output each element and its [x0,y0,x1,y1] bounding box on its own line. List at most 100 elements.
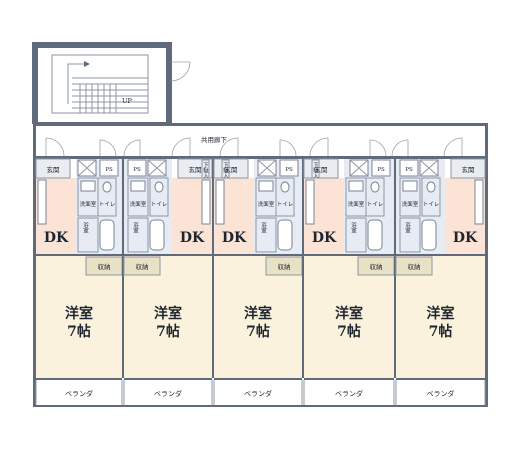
washroom-label: 洗面室 [402,200,419,208]
toilet-label: トイレ [277,202,294,208]
veranda-label: ベランダ [244,389,272,398]
toilet-icon [280,181,290,193]
washroom-label: 洗面室 [130,200,147,208]
western-room [214,256,302,378]
wash-basin-icon [402,180,418,192]
wash-basin-icon [258,180,274,192]
veranda [36,380,122,405]
storage [86,257,122,275]
veranda-label: ベランダ [65,389,93,398]
western-room-size: 7帖 [246,323,270,340]
pipe-space [371,159,391,177]
bathroom-label: 浴室 [350,221,357,234]
kitchen-counter [215,179,225,225]
wash-basin-icon [80,180,96,192]
toilet-icon [426,181,436,193]
stairwell: UP [32,42,191,124]
dk-label: DK [222,230,247,246]
entrance-label: 玄関 [47,165,60,174]
entrance-label: 玄関 [225,165,238,174]
dk-label: DK [180,230,205,246]
kitchen-counter [474,179,484,225]
shoe-cabinet: 下駄入 [311,159,320,179]
dk-label: DK [312,230,337,246]
pipe-space [279,159,299,177]
dk-label: DK [453,230,478,246]
entrance [36,159,70,178]
pipe-space-label: PS [133,167,141,173]
western-room-size: 7帖 [337,323,361,340]
pipe-space [399,159,419,177]
bathroom [255,217,277,253]
washroom-label: 洗面室 [258,200,275,208]
veranda [214,380,302,405]
washroom-label: 洗面室 [80,200,97,208]
kitchen-counter [201,179,211,225]
storage-label: 収納 [136,262,149,271]
western-room-label: 洋室 [65,305,93,322]
storage [266,257,302,275]
kitchen-counter [37,179,47,225]
western-room [124,256,212,378]
wash-basin-icon [348,180,364,192]
unit-5: 洋室7帖収納DK玄関PS洗面室トイレ浴室ベランダ [394,156,486,405]
bathroom-label: 浴室 [260,221,267,234]
bathtub-icon [99,219,115,251]
bathtub-icon [149,219,165,251]
pipe-space [99,159,119,177]
storage-label: 収納 [278,262,291,271]
storage-label: 収納 [98,262,111,271]
storage [358,257,394,275]
building-walls [33,123,488,406]
common-corridor [36,126,485,156]
storage [124,257,160,275]
entrance-label: 玄関 [315,165,328,174]
veranda-label: ベランダ [154,389,182,398]
veranda-label: ベランダ [427,389,455,398]
veranda [124,380,212,405]
veranda [396,380,485,405]
entrance [178,159,212,178]
western-room-label: 洋室 [154,305,182,322]
bathroom [345,217,367,253]
western-room-label: 洋室 [335,305,363,322]
toilet-label: トイレ [423,202,440,208]
veranda-label: ベランダ [335,389,363,398]
western-room-size: 7帖 [429,323,453,340]
entrance-label: 玄関 [462,165,475,174]
bathtub-icon [277,219,293,251]
western-room [396,256,485,378]
pipe-space-label: PS [285,167,293,173]
bathroom [77,217,99,253]
veranda [304,380,394,405]
stair-steps [72,77,148,113]
western-room-size: 7帖 [67,323,91,340]
pipe-space-label: PS [377,167,385,173]
toilet-label: トイレ [151,202,168,208]
bathroom-label: 浴室 [404,221,411,234]
corridor-doors [45,137,463,157]
bathroom-label: 浴室 [132,221,139,234]
western-room [304,256,394,378]
shoe-cabinet-label: 下駄入 [222,162,229,179]
western-room-label: 洋室 [427,305,455,322]
shoe-cabinet-label: 下駄入 [312,162,319,179]
pipe-space [127,159,147,177]
dk-label: DK [44,230,69,246]
toilet-icon [370,181,380,193]
shoe-cabinet: 下駄入 [221,159,230,179]
bathroom [127,217,149,253]
stair-arrow-icon [67,63,84,104]
storage [396,257,432,275]
bathtub-icon [367,219,383,251]
entrance [451,159,485,178]
toilet-label: トイレ [367,202,384,208]
shoe-cabinet-label: 下駄入 [202,162,209,179]
toilet-icon [154,181,164,193]
corridor-label: 共用廊下 [201,135,228,144]
pipe-space-label: PS [405,167,413,173]
